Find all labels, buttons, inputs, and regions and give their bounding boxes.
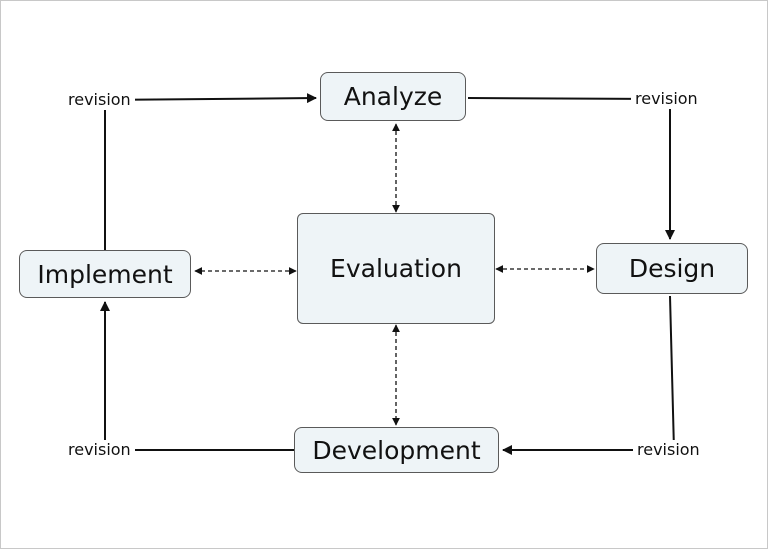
- node-evaluation[interactable]: Evaluation: [297, 213, 495, 324]
- node-evaluation-label: Evaluation: [330, 254, 462, 283]
- node-development[interactable]: Development: [294, 427, 499, 473]
- edge-label-design-to-development: revision: [633, 440, 704, 460]
- node-development-label: Development: [312, 435, 481, 465]
- edge-label-analyze-to-design: revision: [631, 89, 702, 109]
- edge-development-to-implement: [100, 301, 294, 451]
- edge-design-to-development: [502, 295, 676, 455]
- edge-label-implement-to-analyze: revision: [64, 90, 135, 110]
- node-analyze-label: Analyze: [343, 82, 443, 111]
- edge-implement-to-analyze: [104, 93, 317, 250]
- edge-label-development-to-implement: revision: [64, 440, 135, 460]
- edge-analyze-to-design: [467, 97, 675, 240]
- node-implement[interactable]: Implement: [19, 250, 191, 298]
- node-design-label: Design: [628, 254, 716, 283]
- node-implement-label: Implement: [37, 259, 173, 289]
- node-analyze[interactable]: Analyze: [320, 72, 466, 121]
- node-design[interactable]: Design: [596, 243, 748, 294]
